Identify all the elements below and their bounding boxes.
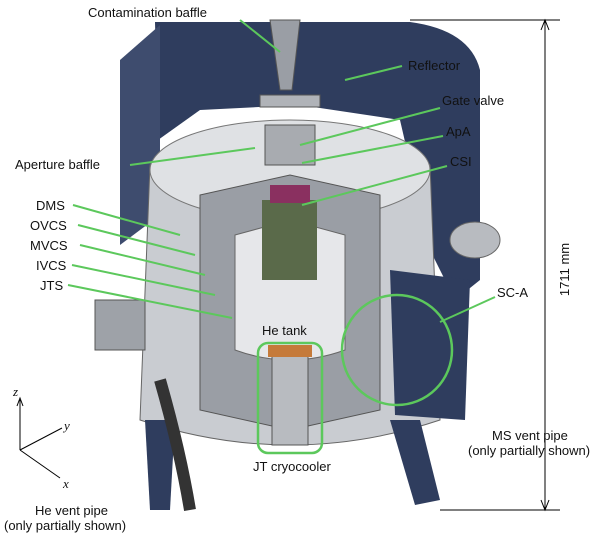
leg-right	[390, 420, 440, 505]
label-dms: DMS	[36, 198, 65, 213]
cryocooler-head	[268, 345, 312, 357]
axis-z-label: z	[13, 384, 19, 399]
reflector-shape	[155, 22, 480, 300]
left-unit	[94, 299, 146, 351]
label-sc-a: SC-A	[497, 285, 529, 300]
label-jts: JTS	[40, 278, 64, 293]
dimension-label: 1711 mm	[557, 242, 573, 297]
he-vent-pipe-shape	[154, 378, 196, 511]
dimension-line	[410, 18, 560, 512]
instrument-core	[262, 200, 317, 280]
leader-lines	[67, 19, 496, 323]
label-apa: ApA	[446, 124, 471, 139]
label-ovcs: OVCS	[30, 218, 67, 233]
gate-valve-shape	[259, 94, 321, 108]
label-gate-valve: Gate valve	[442, 93, 505, 108]
label-csi: CSI	[450, 154, 472, 169]
label-ms-vent-pipe: MS vent pipe	[492, 428, 568, 443]
jt-cryocooler-shape	[271, 349, 309, 446]
label-ivcs: IVCS	[36, 258, 67, 273]
axis-y-label: y	[64, 418, 70, 433]
csi-core	[270, 185, 310, 203]
label-he-vent-pipe: He vent pipe	[35, 503, 108, 518]
label-aperture-baffle: Aperture baffle	[15, 157, 101, 172]
leg-left	[145, 420, 175, 510]
label-ms-vent-note: (only partially shown)	[468, 443, 591, 458]
axis-x-label: x	[63, 476, 69, 491]
jt-cryocooler-highlight	[256, 341, 324, 455]
side-port	[449, 221, 501, 259]
coordinate-axes	[16, 396, 63, 479]
label-reflector: Reflector	[408, 58, 461, 73]
contamination-baffle-shape	[269, 19, 301, 91]
aperture-baffle-shape	[264, 124, 316, 166]
sc-a-unit	[390, 270, 470, 420]
sc-a-highlight	[340, 293, 454, 407]
label-he-tank: He tank	[262, 323, 307, 338]
label-mvcs: MVCS	[30, 238, 68, 253]
label-contamination-baffle: Contamination baffle	[88, 5, 208, 20]
label-jt-cryocooler: JT cryocooler	[253, 459, 331, 474]
label-he-vent-note: (only partially shown)	[4, 518, 127, 533]
